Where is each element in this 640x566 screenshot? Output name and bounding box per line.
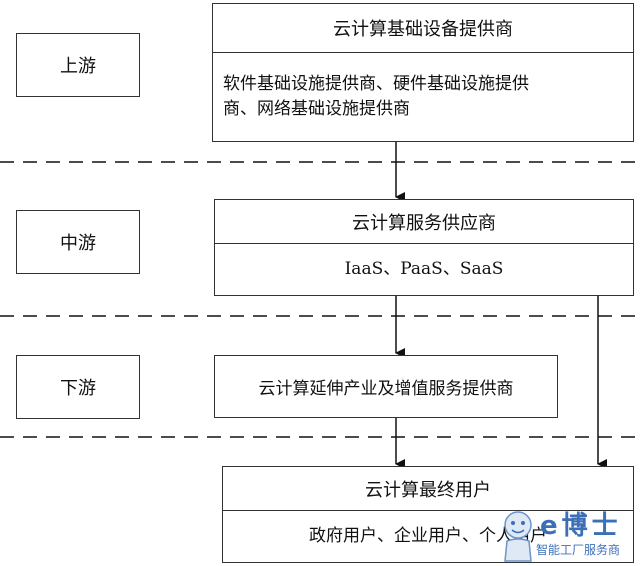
tier-midstream-label: 中游	[60, 233, 96, 254]
node-infra-provider: 云计算基础设备提供商 软件基础设施提供商、硬件基础设施提供 商、网络基础设施提供…	[212, 3, 634, 142]
tier-downstream: 下游	[16, 355, 140, 419]
node-extension-provider-title: 云计算延伸产业及增值服务提供商	[258, 379, 514, 399]
node-extension-provider: 云计算延伸产业及增值服务提供商	[214, 355, 558, 418]
node-end-user-header: 云计算最终用户	[223, 467, 633, 511]
tier-upstream-label: 上游	[60, 56, 96, 77]
tier-upstream: 上游	[16, 33, 140, 97]
watermark-subtitle: 智能工厂服务商	[536, 543, 621, 557]
node-service-provider-header: 云计算服务供应商	[215, 200, 633, 244]
node-infra-provider-detail-2: 商、网络基础设施提供商	[223, 99, 410, 119]
mascot-icon	[504, 511, 532, 562]
node-infra-provider-detail-1: 软件基础设施提供商、硬件基础设施提供	[223, 73, 529, 94]
tier-downstream-label: 下游	[60, 378, 96, 399]
node-service-provider-detail: IaaS、PaaS、SaaS	[344, 258, 504, 279]
watermark: e博士 智能工厂服务商	[498, 505, 638, 563]
node-infra-provider-title: 云计算基础设备提供商	[333, 19, 513, 40]
tier-midstream: 中游	[16, 210, 140, 274]
node-end-user: 云计算最终用户 政府用户、企业用户、个人用户	[222, 466, 634, 563]
node-end-user-body: 政府用户、企业用户、个人用户	[223, 511, 633, 562]
node-service-provider-title: 云计算服务供应商	[352, 212, 496, 234]
watermark-title: e博士	[540, 511, 622, 541]
node-infra-provider-header: 云计算基础设备提供商	[213, 4, 633, 53]
node-service-provider: 云计算服务供应商 IaaS、PaaS、SaaS	[214, 199, 634, 296]
node-service-provider-body: IaaS、PaaS、SaaS	[215, 244, 633, 295]
node-end-user-detail: 政府用户、企业用户、个人用户	[309, 525, 547, 546]
node-end-user-title: 云计算最终用户	[365, 479, 491, 501]
node-infra-provider-body: 软件基础设施提供商、硬件基础设施提供 商、网络基础设施提供商	[213, 53, 633, 141]
